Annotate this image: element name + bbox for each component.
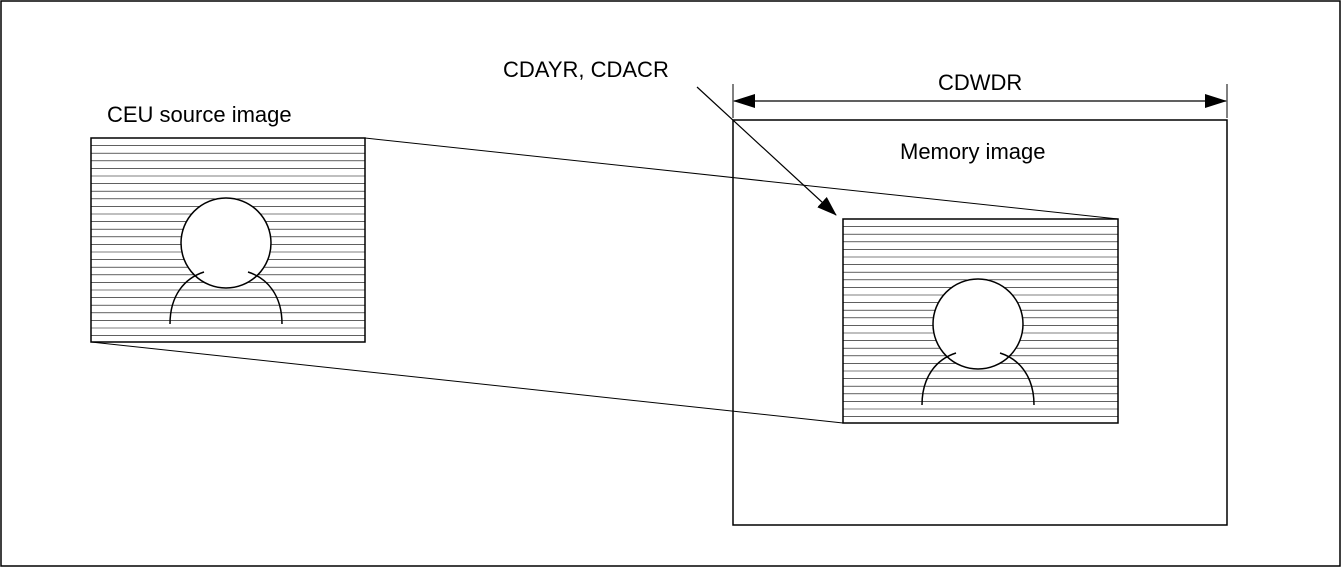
memory-image-label: Memory image [900,139,1045,164]
address-registers-label: CDAYR, CDACR [503,57,669,82]
source-image-block [91,138,365,342]
address-pointer-arrow [697,87,836,215]
width-register-label: CDWDR [938,70,1022,95]
projection-line-bottom [91,342,843,423]
memory-region-block [843,219,1118,423]
source-image-label: CEU source image [107,102,292,127]
